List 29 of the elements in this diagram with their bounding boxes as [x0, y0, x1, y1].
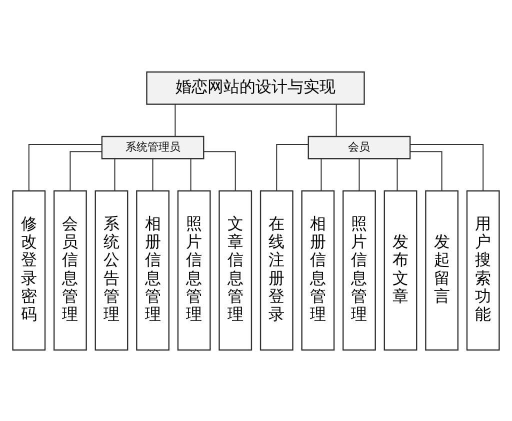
connector	[320, 158, 322, 190]
connector	[28, 144, 102, 190]
connector	[190, 158, 192, 190]
node-box: 发起留言	[425, 190, 459, 350]
node-box: 用户搜索功能	[466, 190, 500, 350]
node-box: 会员	[308, 135, 411, 159]
node-box: 婚恋网站的设计与实现	[146, 70, 365, 104]
node-box: 发布文章	[384, 190, 418, 350]
node-box: 相册信息管理	[301, 190, 335, 350]
connector	[410, 150, 442, 190]
node-box: 在线注册登录	[260, 190, 294, 350]
node-box: 照片信息管理	[342, 190, 376, 350]
node-box: 相册信息管理	[136, 190, 170, 350]
node-box: 文章信息管理	[218, 190, 252, 350]
connector	[114, 158, 116, 190]
connector	[276, 144, 308, 190]
node-box: 会员信息管理	[53, 190, 87, 350]
node-box: 系统管理员	[101, 135, 204, 159]
connector	[358, 158, 360, 190]
connector	[336, 104, 337, 136]
connector	[174, 104, 176, 136]
connector	[204, 150, 236, 190]
node-box: 修改登录密码	[12, 190, 46, 350]
node-box: 照片信息管理	[177, 190, 211, 350]
connector	[396, 158, 398, 190]
node-box: 系统公告管理	[94, 190, 128, 350]
connector	[410, 144, 484, 190]
connector	[152, 158, 154, 190]
connector	[70, 150, 102, 190]
